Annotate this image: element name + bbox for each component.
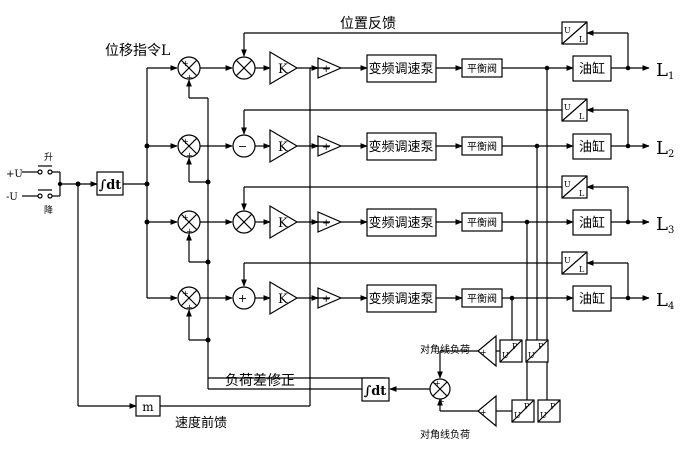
- svg-text:油缸: 油缸: [579, 61, 605, 77]
- svg-text:m: m: [142, 400, 154, 414]
- svg-text:U: U: [564, 256, 571, 265]
- up-supply-label: +U: [6, 169, 23, 180]
- svg-text:K: K: [278, 292, 288, 307]
- integrator-block-2: ∫dt: [361, 377, 390, 402]
- svg-text:+: +: [322, 294, 330, 305]
- down-label: 降: [44, 204, 53, 216]
- svg-text:∫dt: ∫dt: [364, 384, 387, 399]
- svg-text:+: +: [434, 379, 441, 388]
- svg-text:P: P: [524, 402, 530, 411]
- svg-text:平衡阀: 平衡阀: [467, 216, 497, 229]
- diff-amp-lower: [477, 394, 497, 428]
- svg-text:+: +: [480, 408, 487, 417]
- svg-text:平衡阀: 平衡阀: [467, 62, 497, 75]
- svg-text:+: +: [182, 137, 189, 146]
- svg-text:P: P: [550, 402, 556, 411]
- pressure-sensor-lower-1: U P: [511, 399, 535, 423]
- up-label: 升: [44, 152, 53, 163]
- svg-text:+: +: [186, 227, 193, 236]
- svg-text:+: +: [322, 64, 330, 75]
- output-l4: L4: [656, 290, 674, 312]
- pressure-sensor-upper-1: U P: [499, 339, 523, 363]
- svg-text:U: U: [564, 180, 571, 189]
- load-diff-correction-label: 负荷差修正: [225, 373, 295, 389]
- svg-text:+: +: [186, 73, 193, 82]
- svg-text:+: +: [186, 151, 193, 160]
- channel-1: K + 变频调速泵 平衡阀 油缸 L1 U L + +: [147, 21, 674, 99]
- svg-text:油缸: 油缸: [579, 291, 605, 307]
- vfd-pump-3: [366, 208, 437, 237]
- svg-text:U: U: [502, 351, 509, 360]
- svg-text:K: K: [278, 216, 288, 231]
- svg-text:变频调速泵: 变频调速泵: [368, 61, 433, 77]
- svg-text:变频调速泵: 变频调速泵: [368, 139, 433, 155]
- up-down-switch[interactable]: +U -U 升 降: [6, 152, 61, 216]
- speed-feedforward-label: 速度前馈: [175, 415, 227, 431]
- position-feedback-label: 位置反馈: [340, 16, 396, 32]
- svg-text:P: P: [512, 342, 518, 351]
- svg-text:+: +: [182, 213, 189, 222]
- output-l2: L2: [656, 138, 674, 160]
- svg-text:+: +: [182, 59, 189, 68]
- svg-text:L: L: [579, 265, 585, 274]
- down-supply-label: -U: [6, 192, 18, 203]
- vfd-pump-4: [366, 284, 437, 313]
- channel-4: + K + 变频调速泵 平衡阀 油缸 L4 U L + +: [147, 251, 674, 343]
- feedforward-gain-block: m: [135, 395, 161, 417]
- svg-text:U: U: [540, 411, 547, 420]
- svg-text:变频调速泵: 变频调速泵: [368, 215, 433, 231]
- svg-text:+: +: [480, 348, 487, 357]
- displacement-command-label: 位移指令L: [105, 43, 170, 59]
- vfd-pump-1: [366, 54, 437, 83]
- pressure-sensor-lower-2: U P: [537, 399, 561, 423]
- cylinder-1: [572, 55, 612, 82]
- svg-text:L: L: [579, 189, 585, 198]
- vfd-pump-2: [366, 132, 437, 161]
- output-l3: L3: [656, 214, 674, 236]
- cylinder-3: [572, 209, 612, 236]
- svg-text:K: K: [278, 140, 288, 155]
- diagonal-load-top-label: 对角线负荷: [420, 343, 470, 356]
- svg-text:U: U: [564, 26, 571, 35]
- svg-text:油缸: 油缸: [579, 215, 605, 231]
- diagonal-load-bottom-label: 对角线负荷: [420, 428, 470, 441]
- svg-text:+: +: [182, 289, 189, 298]
- svg-text:变频调速泵: 变频调速泵: [368, 291, 433, 307]
- svg-text:L: L: [579, 35, 585, 44]
- cylinder-4: [572, 285, 612, 312]
- svg-text:∫dt: ∫dt: [99, 178, 122, 193]
- svg-text:平衡阀: 平衡阀: [467, 140, 497, 153]
- svg-text:+: +: [322, 218, 330, 229]
- svg-text:+: +: [238, 292, 247, 305]
- svg-text:+: +: [322, 142, 330, 153]
- channel-3: K + 变频调速泵 平衡阀 油缸 L3 U L + +: [144, 175, 674, 265]
- svg-text:油缸: 油缸: [579, 139, 605, 155]
- svg-text:U: U: [564, 103, 571, 112]
- svg-text:+: +: [438, 397, 445, 406]
- output-l1: L1: [656, 60, 674, 82]
- svg-text:+: +: [186, 303, 193, 312]
- diff-amp-upper: [477, 334, 497, 368]
- pressure-sensor-upper-2: U P: [525, 339, 549, 363]
- svg-text:U: U: [514, 411, 521, 420]
- svg-text:L: L: [579, 112, 585, 121]
- svg-text:U: U: [528, 351, 535, 360]
- svg-text:−: −: [238, 140, 247, 153]
- channel-2: − K + 变频调速泵 平衡阀 油缸 L2 U L + +: [144, 98, 674, 185]
- integrator-block: ∫dt: [96, 171, 124, 196]
- svg-text:平衡阀: 平衡阀: [467, 292, 497, 305]
- svg-text:P: P: [538, 342, 544, 351]
- svg-text:K: K: [278, 62, 288, 77]
